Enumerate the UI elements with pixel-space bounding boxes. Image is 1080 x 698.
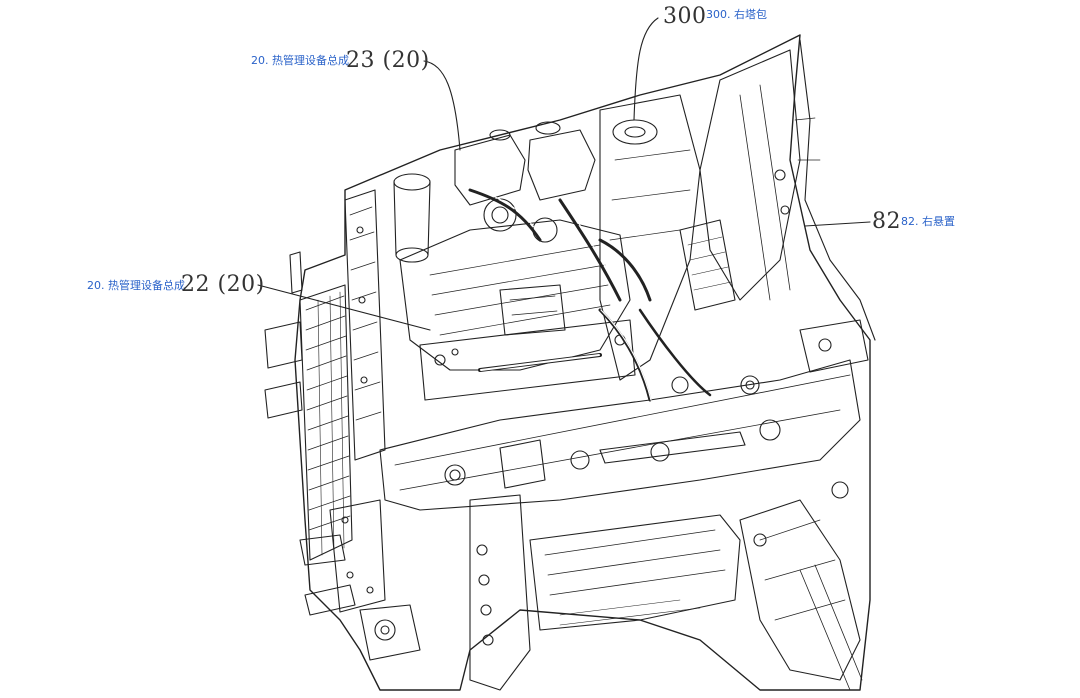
coolant-reservoir bbox=[454, 121, 596, 206]
callout-23-number: 23 (20) bbox=[346, 48, 430, 73]
callout-300-tag: 300. 右塔包 bbox=[706, 8, 767, 21]
callout-82-number: 82 bbox=[872, 209, 901, 234]
thermal-module bbox=[399, 187, 652, 371]
leader-line-23 bbox=[423, 60, 461, 151]
callout-22-tag: 20. 热管理设备总成 bbox=[87, 279, 185, 292]
callout-82-tag: 82. 右悬置 bbox=[901, 215, 955, 228]
shock-tower bbox=[599, 94, 701, 381]
radiator bbox=[299, 284, 353, 561]
front-crossmember bbox=[379, 359, 861, 511]
leader-line-300 bbox=[633, 17, 659, 121]
expansion-cylinder bbox=[393, 173, 431, 263]
hose-2 bbox=[638, 308, 712, 397]
hose-1 bbox=[598, 308, 652, 402]
leader-line-22 bbox=[257, 284, 431, 331]
body-outline bbox=[294, 34, 871, 691]
lower-left-brackets bbox=[264, 251, 421, 661]
upper-beam bbox=[419, 319, 636, 401]
callout-22-number: 22 (20) bbox=[181, 272, 265, 297]
callout-23-tag: 20. 热管理设备总成 bbox=[251, 54, 349, 67]
lower-subframe bbox=[469, 494, 863, 691]
right-fender bbox=[794, 39, 876, 373]
left-bracket bbox=[344, 189, 386, 461]
callout-300-number: 300 bbox=[663, 4, 707, 29]
right-suspension bbox=[679, 49, 801, 311]
